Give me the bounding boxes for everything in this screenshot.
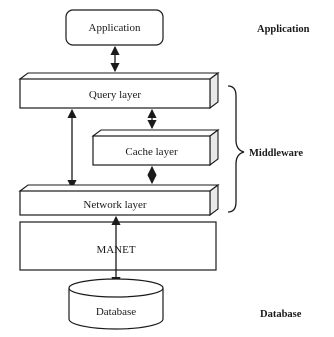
database-label: Database	[96, 306, 136, 318]
query-layer-box: Query layer	[18, 71, 220, 110]
application-box-label: Application	[89, 22, 141, 34]
network-layer-box: Network layer	[18, 183, 220, 217]
database-cylinder: Database	[68, 278, 164, 330]
side-label-middleware: Middleware	[249, 148, 303, 159]
cache-layer-label: Cache layer	[125, 146, 178, 158]
manet-box: MANET	[19, 221, 217, 271]
query-layer-label: Query layer	[89, 89, 142, 101]
middleware-brace	[227, 85, 245, 213]
side-label-application: Application	[257, 24, 310, 35]
side-label-database: Database	[260, 309, 302, 320]
network-layer-label: Network layer	[83, 199, 147, 211]
cache-layer-box: Cache layer	[91, 128, 220, 167]
application-box: Application	[65, 9, 164, 46]
